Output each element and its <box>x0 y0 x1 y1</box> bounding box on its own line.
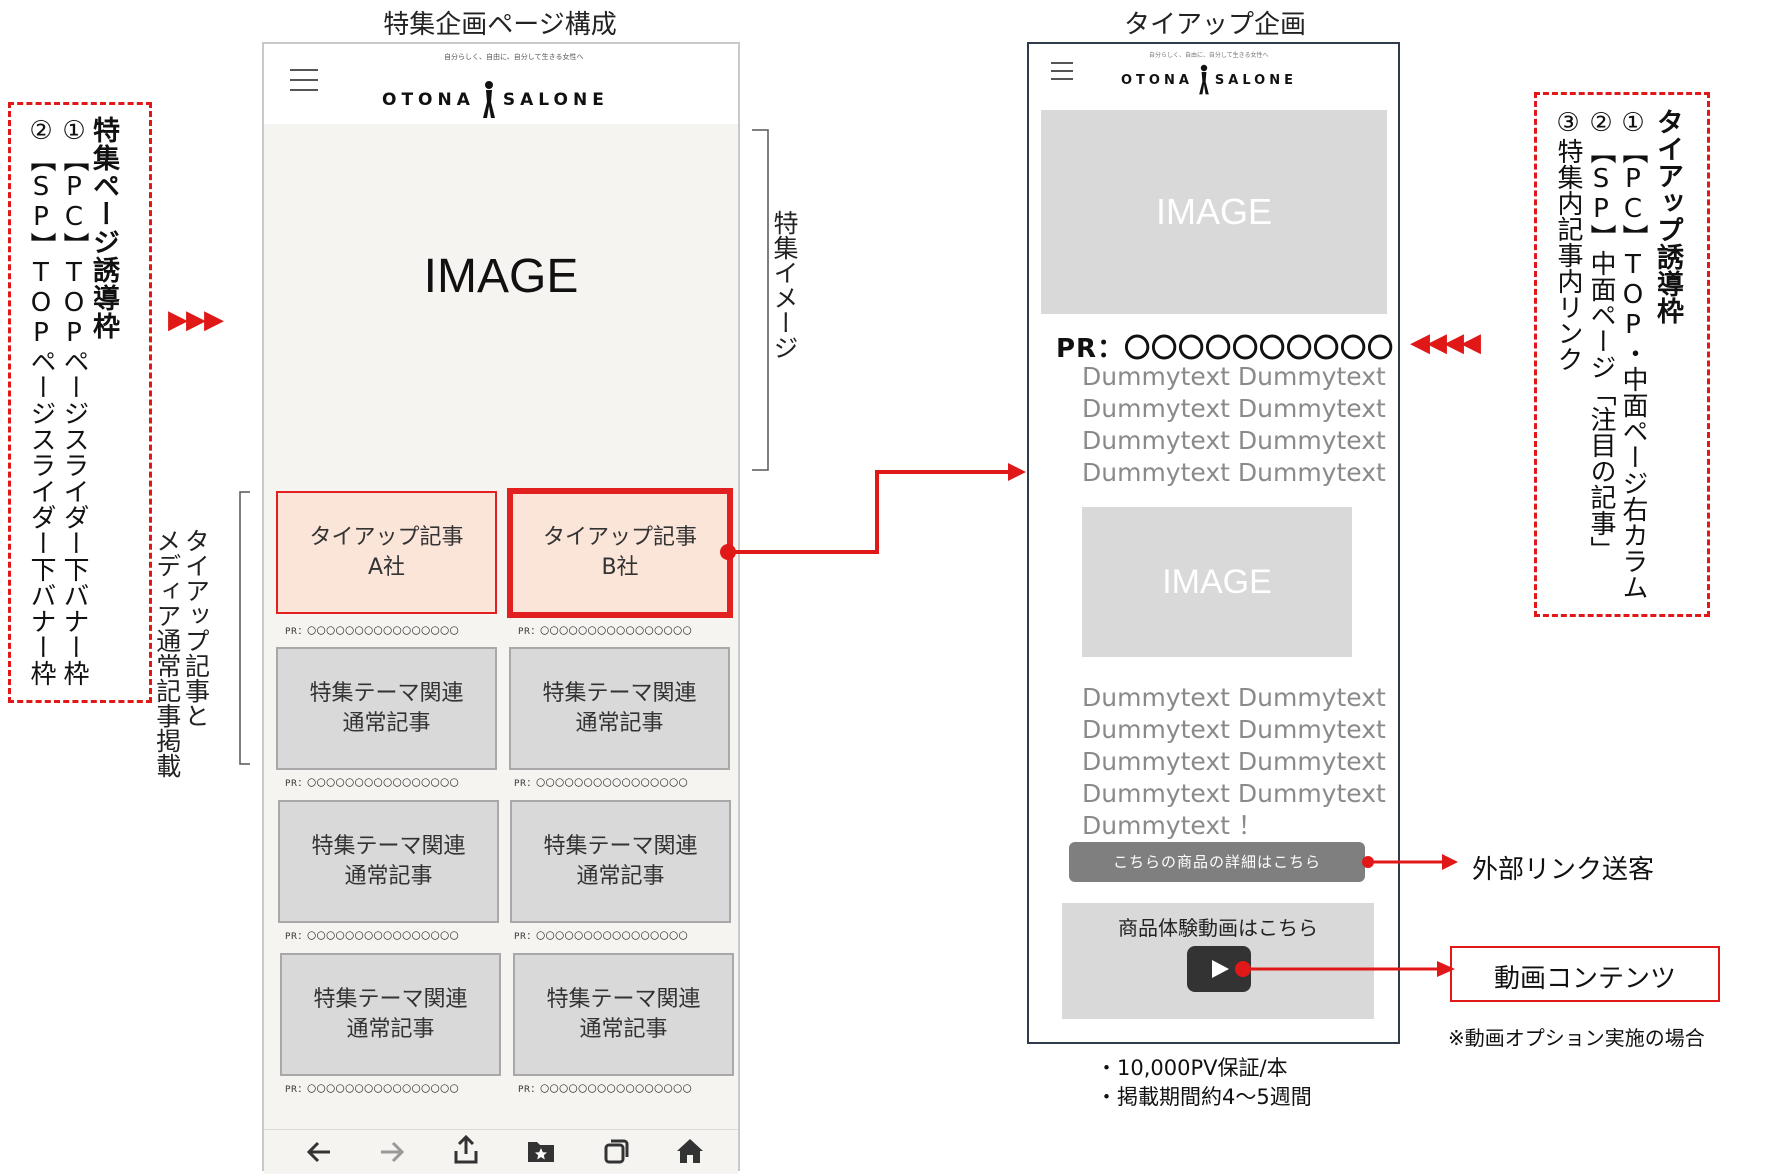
product-detail-button[interactable]: こちらの商品の詳細はこちら <box>1069 842 1365 882</box>
site-logo: OTONA SALONE <box>1121 64 1297 96</box>
tagline: 自分らしく、自由に、自分して生きる女性へ <box>444 53 584 61</box>
dummy-text-line: Dummytext Dummytext <box>1082 747 1386 776</box>
dummy-text-line: Dummytext Dummytext <box>1082 779 1386 808</box>
regular-article-card[interactable]: 特集テーマ関連 通常記事 <box>509 647 730 770</box>
home-icon[interactable] <box>675 1136 705 1164</box>
left-pointer-arrows: ▶▶▶ <box>168 305 224 335</box>
bookmarks-icon[interactable] <box>526 1138 556 1164</box>
logo-figure-icon <box>1199 64 1209 95</box>
tieup-media-label: タイアップ記事と メディア通常記事掲載 <box>152 528 211 778</box>
regular-article-card[interactable]: 特集テーマ関連 通常記事 <box>276 647 497 770</box>
hero-image[interactable]: IMAGE <box>1041 110 1387 314</box>
feature-image-label: 特集イメージ <box>770 210 799 360</box>
logo-text-left: OTONA <box>382 90 475 110</box>
left-callout-box <box>8 102 152 703</box>
video-option-note: ※動画オプション実施の場合 <box>1448 1026 1705 1050</box>
logo-text-left: OTONA <box>1121 72 1193 88</box>
back-arrow-icon[interactable] <box>304 1138 334 1166</box>
left-callout-line2: ②【SP】TOPページスライダー下バナー枠 <box>26 116 56 686</box>
tagline: 自分らしく、自由に、自分して生きる女性へ <box>1149 52 1269 59</box>
feature-image-bracket <box>752 129 769 471</box>
dummy-text-line: Dummytext Dummytext <box>1082 715 1386 744</box>
video-content-label: 動画コンテンツ <box>1493 964 1676 994</box>
right-callout-box <box>1534 92 1710 617</box>
pr-label: PR：〇〇〇〇〇〇〇〇〇〇〇〇〇〇〇〇 <box>514 932 689 942</box>
right-callout-heading: タイアップ誘導枠 <box>1652 108 1683 324</box>
period-note: ・掲載期間約4〜5週間 <box>1096 1085 1312 1109</box>
pr-label: PR：〇〇〇〇〇〇〇〇〇〇〇〇〇〇〇〇 <box>285 932 460 942</box>
pr-label: PR：〇〇〇〇〇〇〇〇〇〇〇〇〇〇〇〇 <box>518 1085 693 1095</box>
pr-label: PR：〇〇〇〇〇〇〇〇〇〇〇〇〇〇〇〇 <box>285 627 460 637</box>
dummy-text-line: Dummytext Dummytext <box>1082 458 1386 487</box>
logo-text-right: SALONE <box>502 90 609 110</box>
site-logo: OTONA SALONE <box>382 80 609 120</box>
dummy-text-line: Dummytext Dummytext <box>1082 426 1386 455</box>
video-content-arrow <box>1235 961 1455 977</box>
tabs-icon[interactable] <box>602 1136 632 1166</box>
hamburger-menu-icon[interactable] <box>1051 62 1073 84</box>
video-content-box <box>1450 946 1720 1002</box>
hero-image[interactable]: IMAGE <box>423 250 579 303</box>
dummy-text-line: Dummytext Dummytext <box>1082 683 1386 712</box>
right-column-title: タイアップ企画 <box>1123 10 1306 40</box>
external-link-arrow <box>1362 854 1458 870</box>
hamburger-menu-icon[interactable] <box>290 69 318 91</box>
regular-article-card[interactable]: 特集テーマ関連 通常記事 <box>280 953 501 1076</box>
right-callout-line3: ③特集内記事内リンク <box>1553 108 1583 372</box>
pr-label: PR：〇〇〇〇〇〇〇〇〇〇〇〇〇〇〇〇 <box>518 627 693 637</box>
regular-article-card[interactable]: 特集テーマ関連 通常記事 <box>278 800 499 923</box>
tieup-card-a[interactable]: タイアップ記事 A社 <box>276 491 497 614</box>
video-label: 商品体験動画はこちら <box>1118 916 1318 940</box>
pv-guarantee-note: ・10,000PV保証/本 <box>1096 1056 1288 1080</box>
external-link-label: 外部リンク送客 <box>1472 855 1655 885</box>
tieup-media-bracket <box>239 491 250 765</box>
left-callout-heading: 特集ページ誘導枠 <box>88 116 119 340</box>
right-pointer-arrows: ◀◀◀◀ <box>1410 328 1481 358</box>
pr-label: PR：〇〇〇〇〇〇〇〇〇〇〇〇〇〇〇〇 <box>285 779 460 789</box>
browser-toolbar <box>264 1129 738 1174</box>
regular-article-card[interactable]: 特集テーマ関連 通常記事 <box>513 953 734 1076</box>
dummy-text-line: Dummytext ！ <box>1082 811 1263 840</box>
right-callout-line2: ②【SP】中面ページ「注目の記事」 <box>1586 108 1616 562</box>
left-column-title: 特集企画ページ構成 <box>383 10 617 40</box>
pr-title: PR：〇〇〇〇〇〇〇〇〇〇 <box>1056 334 1395 364</box>
right-callout-line1: ①【PC】TOP・中面ページ右カラム <box>1618 108 1648 600</box>
pr-label: PR：〇〇〇〇〇〇〇〇〇〇〇〇〇〇〇〇 <box>514 779 689 789</box>
tieup-card-b[interactable]: タイアップ記事 B社 <box>507 488 733 618</box>
site-header: 自分らしく、自由に、自分して生きる女性へ OTONA SALONE <box>264 44 738 124</box>
pr-label: PR：〇〇〇〇〇〇〇〇〇〇〇〇〇〇〇〇 <box>285 1085 460 1095</box>
left-callout-line1: ①【PC】TOPページスライダー下バナー枠 <box>59 116 89 686</box>
connector-arrow <box>720 463 1026 560</box>
regular-article-card[interactable]: 特集テーマ関連 通常記事 <box>510 800 731 923</box>
share-icon[interactable] <box>451 1134 481 1166</box>
logo-figure-icon <box>482 81 495 118</box>
article-image[interactable]: IMAGE <box>1082 507 1352 657</box>
dummy-text-line: Dummytext Dummytext <box>1082 394 1386 423</box>
logo-text-right: SALONE <box>1214 72 1297 88</box>
dummy-text-line: Dummytext Dummytext <box>1082 362 1386 391</box>
forward-arrow-icon[interactable] <box>377 1138 407 1166</box>
